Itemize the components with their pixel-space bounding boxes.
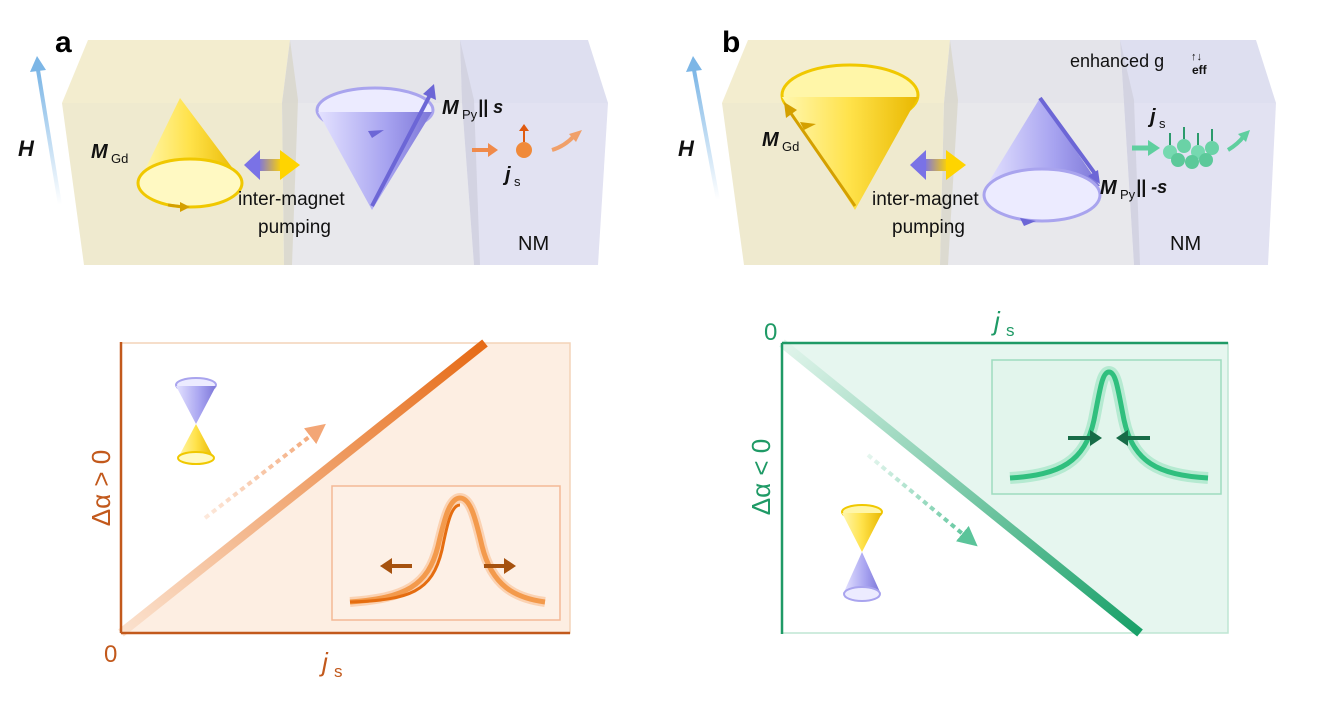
graph-a-origin: 0: [104, 641, 117, 668]
enhanced-superscript: ↑↓: [1191, 51, 1202, 63]
mpy-relation-b: || -s: [1136, 177, 1167, 197]
cone-pair-icon-b: [841, 504, 883, 602]
graph-b-boundary-line: [779, 339, 1143, 637]
graph-a-boundary-line: [118, 339, 488, 637]
pumping-arrow-icon: [244, 150, 300, 180]
mgd-subscript: Gd: [111, 151, 128, 166]
pumping-arrow-icon-b: [910, 150, 966, 180]
mpy-subscript-b: Py: [1120, 187, 1136, 202]
graph-b-origin: 0: [764, 319, 777, 346]
field-label-b: H: [678, 136, 695, 161]
nm-layer: [462, 103, 608, 265]
graph-a-x-label: j: [319, 647, 329, 677]
gd-layer-top: [62, 40, 290, 103]
py-cone-icon: [315, 84, 436, 210]
cone-pair-icon-a: [175, 377, 217, 465]
spin-current-icon: [472, 124, 582, 158]
nm-label: NM: [518, 233, 549, 255]
graph-a: 0 j s Δα > 0: [86, 339, 571, 681]
mpy-subscript: Py: [462, 107, 478, 122]
graph-a-x-subscript: s: [334, 662, 343, 681]
mpy-relation: || s: [478, 97, 503, 117]
mgd-label-b: M: [762, 129, 780, 151]
js-subscript: s: [514, 174, 521, 189]
graph-b-dashed-arrow: [866, 453, 978, 547]
mgd-label: M: [91, 141, 109, 163]
py-layer-top: [282, 40, 462, 103]
js-label: j: [502, 164, 511, 186]
spin-cluster-icon: [1132, 127, 1250, 169]
enhanced-subscript: eff: [1192, 63, 1208, 77]
pumping-label-line1-b: inter-magnet: [872, 189, 979, 210]
graph-b-inset: [991, 359, 1222, 495]
graph-a-y-label: Δα > 0: [86, 450, 116, 527]
js-subscript-b: s: [1159, 116, 1166, 131]
panel-a-label: a: [55, 26, 72, 59]
gd-cone-icon: [136, 98, 244, 212]
field-arrow-icon-b: [686, 56, 720, 201]
panel-b-label: b: [722, 26, 740, 59]
enhanced-label: enhanced g: [1070, 51, 1164, 71]
field-label: H: [18, 136, 35, 161]
graph-b-x-subscript: s: [1006, 321, 1015, 340]
graph-b: 0 j s Δα < 0: [746, 306, 1229, 637]
panel-b-device: b H M Gd inter-magnet pumping: [678, 26, 1276, 265]
graph-a-inset: [331, 485, 561, 621]
mpy-label-b: M: [1100, 177, 1118, 199]
nm-label-b: NM: [1170, 233, 1201, 255]
pumping-label-line2-b: pumping: [892, 217, 965, 238]
mpy-label: M: [442, 97, 460, 119]
mgd-subscript-b: Gd: [782, 139, 799, 154]
js-label-b: j: [1147, 106, 1156, 128]
panel-a-device: a H M Gd inter-magnet p: [18, 26, 608, 265]
py-cone-icon-b: [982, 96, 1102, 226]
nm-layer-top: [460, 40, 608, 103]
graph-b-y-label: Δα < 0: [746, 439, 776, 516]
graph-a-dashed-arrow: [203, 423, 326, 520]
graph-b-x-label: j: [991, 306, 1001, 336]
pumping-label-line1: inter-magnet: [238, 189, 345, 210]
pumping-label-line2: pumping: [258, 217, 331, 238]
field-arrow-icon: [30, 56, 62, 206]
gd-cone-icon-b: [780, 63, 920, 210]
